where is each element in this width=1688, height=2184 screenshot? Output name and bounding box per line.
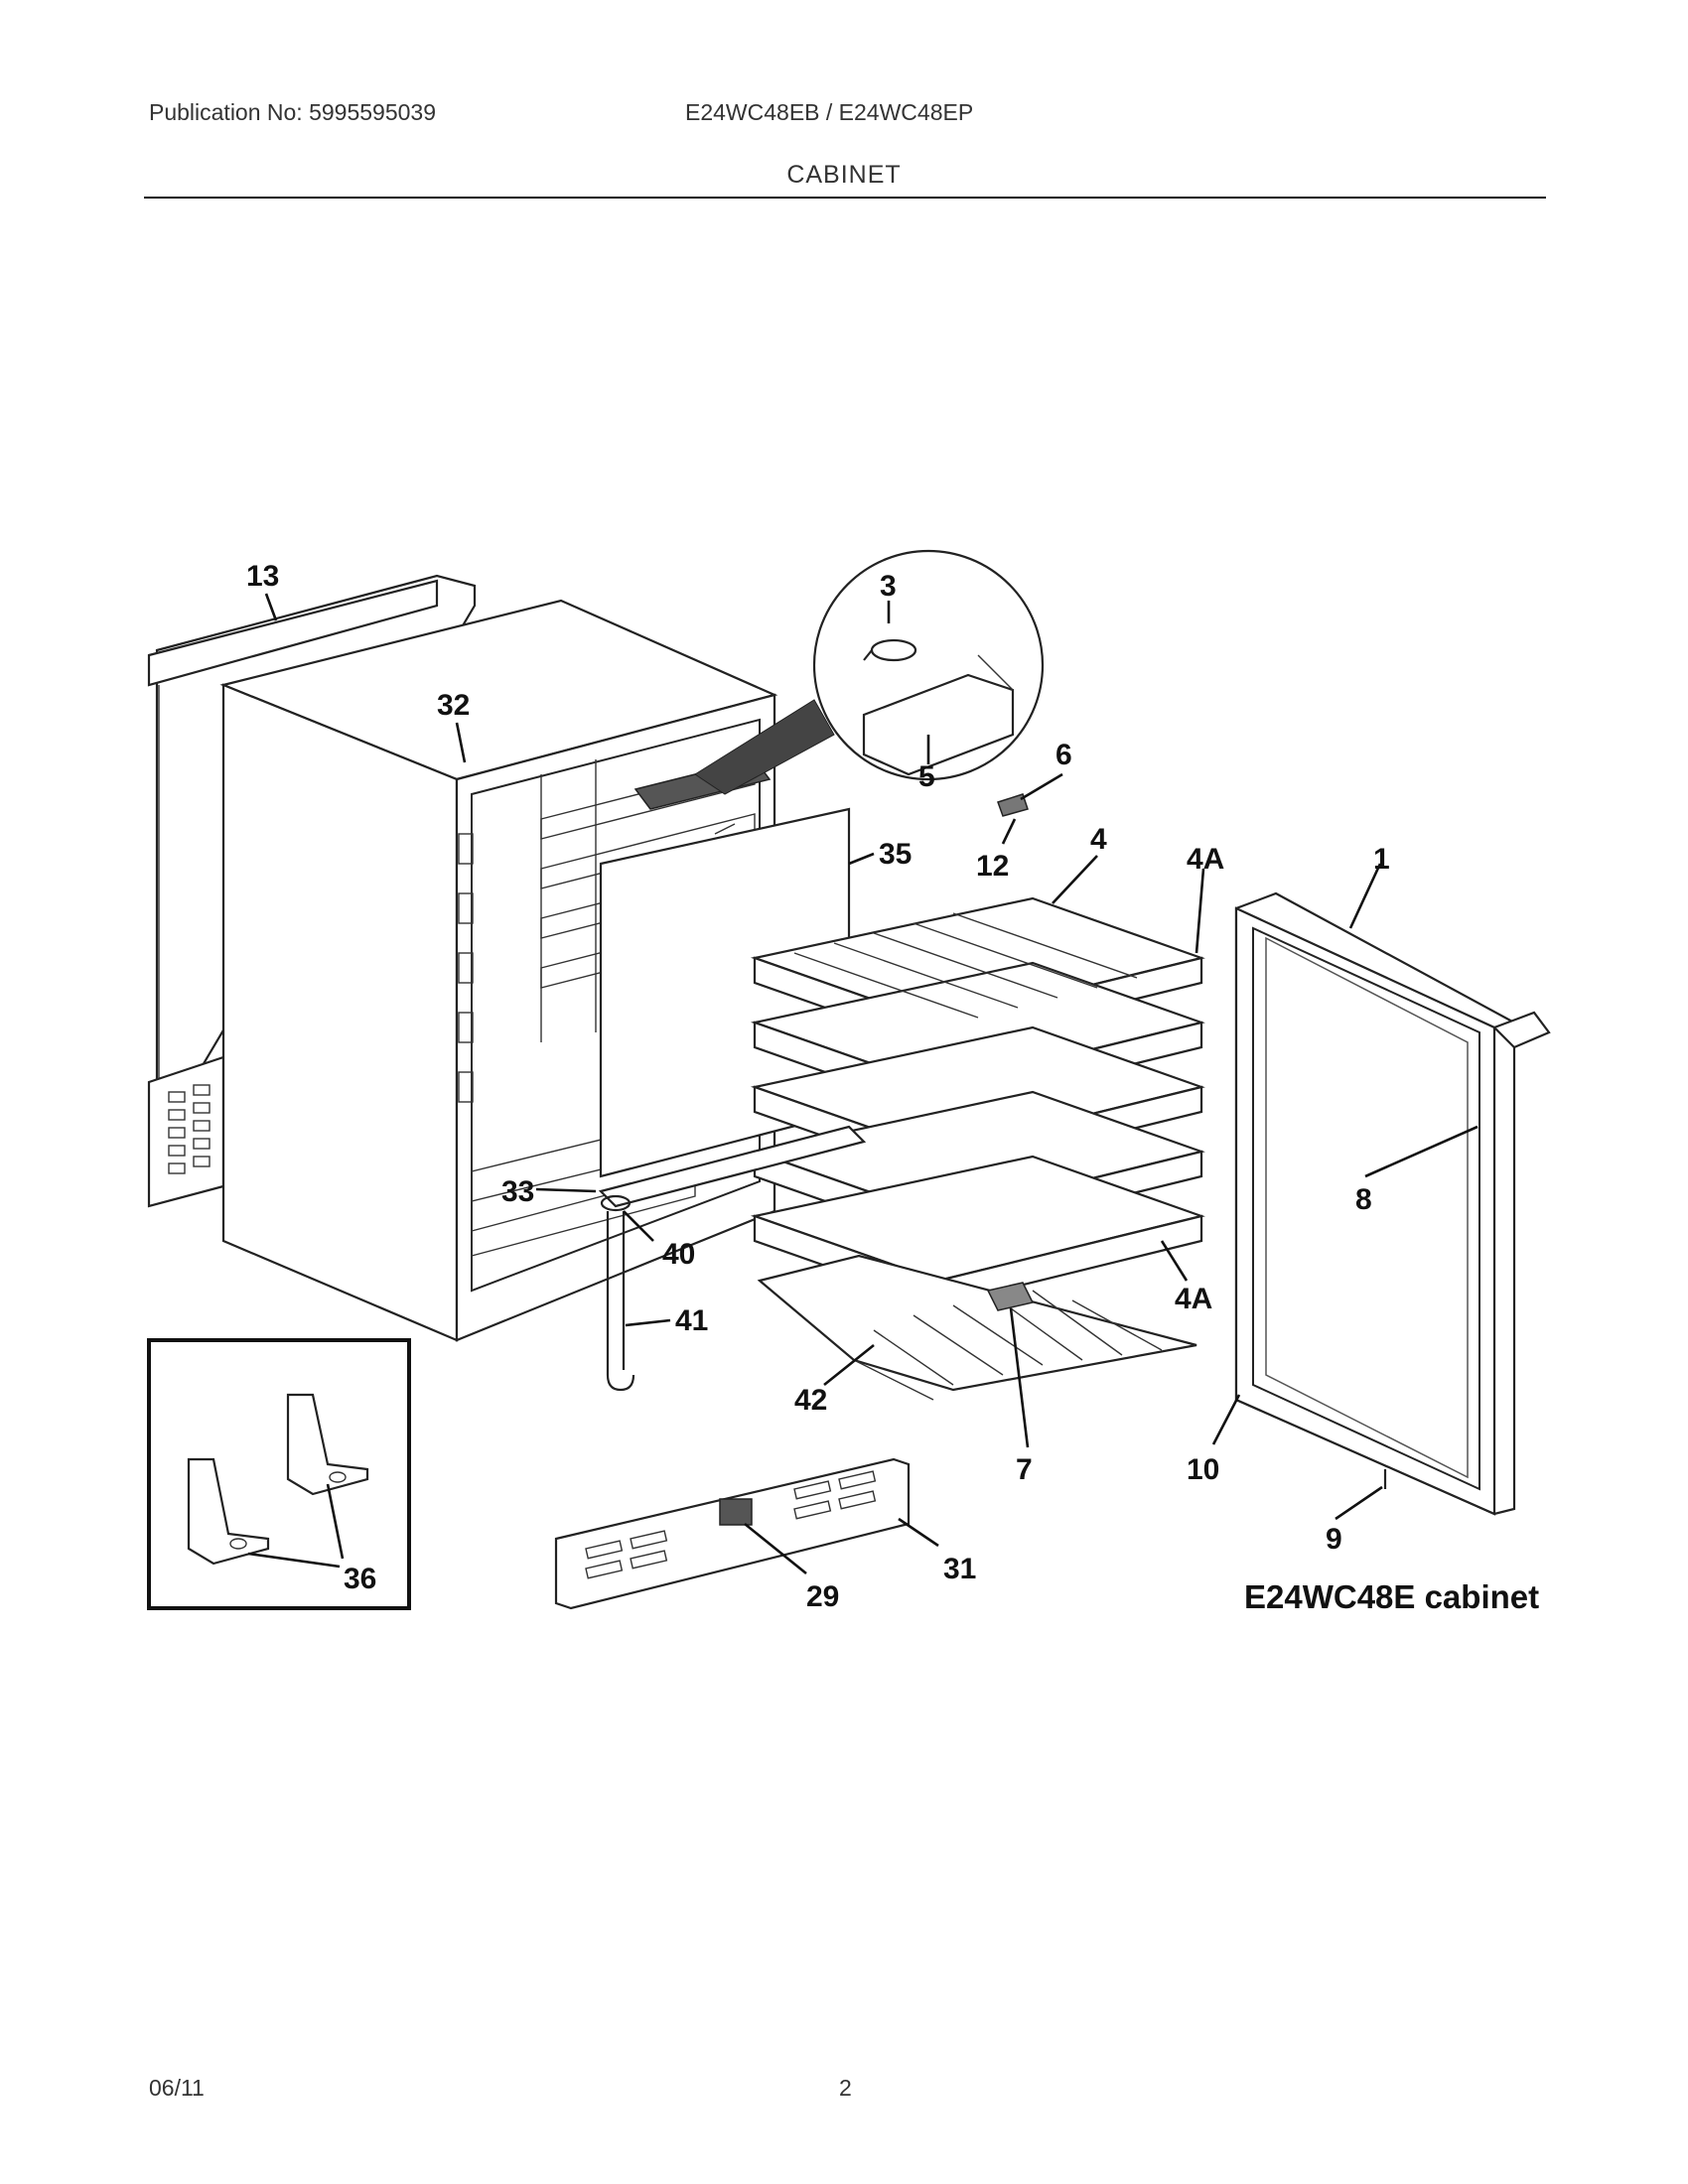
callout-41: 41 — [675, 1304, 708, 1337]
toe-grille — [554, 1457, 911, 1610]
callout-42: 42 — [794, 1384, 827, 1417]
publication-number: Publication No: 5995595039 — [149, 99, 437, 125]
callout-31: 31 — [943, 1553, 976, 1585]
callout-36: 36 — [344, 1563, 376, 1595]
shelf-clip — [997, 793, 1029, 817]
callout-35: 35 — [879, 838, 912, 871]
light-housing — [633, 699, 835, 810]
footer-page-number: 2 — [839, 2075, 852, 2101]
wine-shelves — [750, 896, 1205, 1307]
callout-3: 3 — [880, 570, 897, 603]
footer-date: 06/11 — [149, 2075, 205, 2101]
callout-10: 10 — [1187, 1453, 1219, 1486]
wire-rack — [757, 1254, 1197, 1401]
leader-lines — [247, 593, 1478, 1575]
header-rule — [144, 197, 1546, 199]
callout-4A-bottom: 4A — [1175, 1283, 1212, 1315]
drain-assembly — [598, 1125, 867, 1392]
callout-4: 4 — [1090, 823, 1107, 856]
callout-8: 8 — [1355, 1183, 1372, 1216]
door — [1234, 891, 1551, 1516]
callout-7: 7 — [1016, 1453, 1033, 1486]
model-numbers: E24WC48EB / E24WC48EP — [685, 99, 974, 125]
diagram-caption: E24WC48E cabinet — [1244, 1578, 1539, 1615]
callout-13: 13 — [246, 560, 279, 593]
callout-5: 5 — [918, 760, 935, 793]
section-title: CABINET — [786, 161, 902, 189]
callout-6: 6 — [1055, 739, 1072, 771]
callout-1: 1 — [1373, 843, 1390, 876]
callout-29: 29 — [806, 1580, 839, 1613]
callout-12: 12 — [976, 850, 1009, 883]
bracket-inset — [147, 1338, 411, 1610]
callout-labels: 13 32 3 5 6 12 35 4 4A 1 8 33 40 41 4A 4… — [246, 560, 1539, 1615]
callout-32: 32 — [437, 689, 470, 722]
callout-40: 40 — [662, 1238, 695, 1271]
callout-4A-top: 4A — [1187, 843, 1224, 876]
shelf-bracket — [986, 1282, 1035, 1311]
callout-33: 33 — [501, 1175, 534, 1208]
light-detail-circle — [812, 549, 1045, 781]
callout-9: 9 — [1326, 1523, 1342, 1556]
